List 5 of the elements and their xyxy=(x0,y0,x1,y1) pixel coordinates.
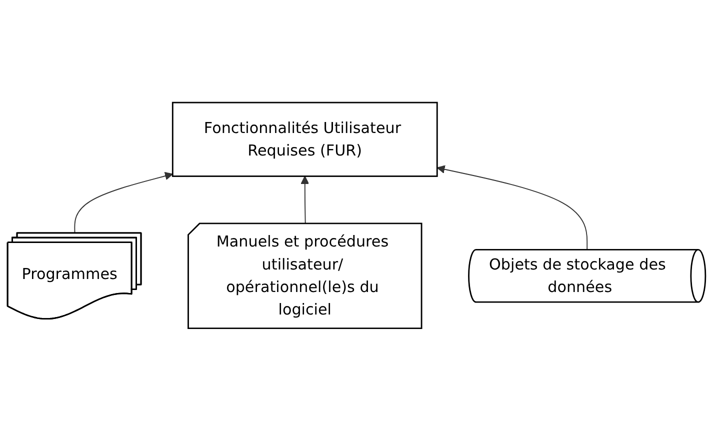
node-box: Fonctionnalités Utilisateur Requises (FUR) xyxy=(172,101,438,176)
node-text: Objets de stockage des données xyxy=(489,254,666,296)
arrow xyxy=(436,164,588,250)
arrow xyxy=(74,172,174,234)
arrow xyxy=(300,175,310,224)
